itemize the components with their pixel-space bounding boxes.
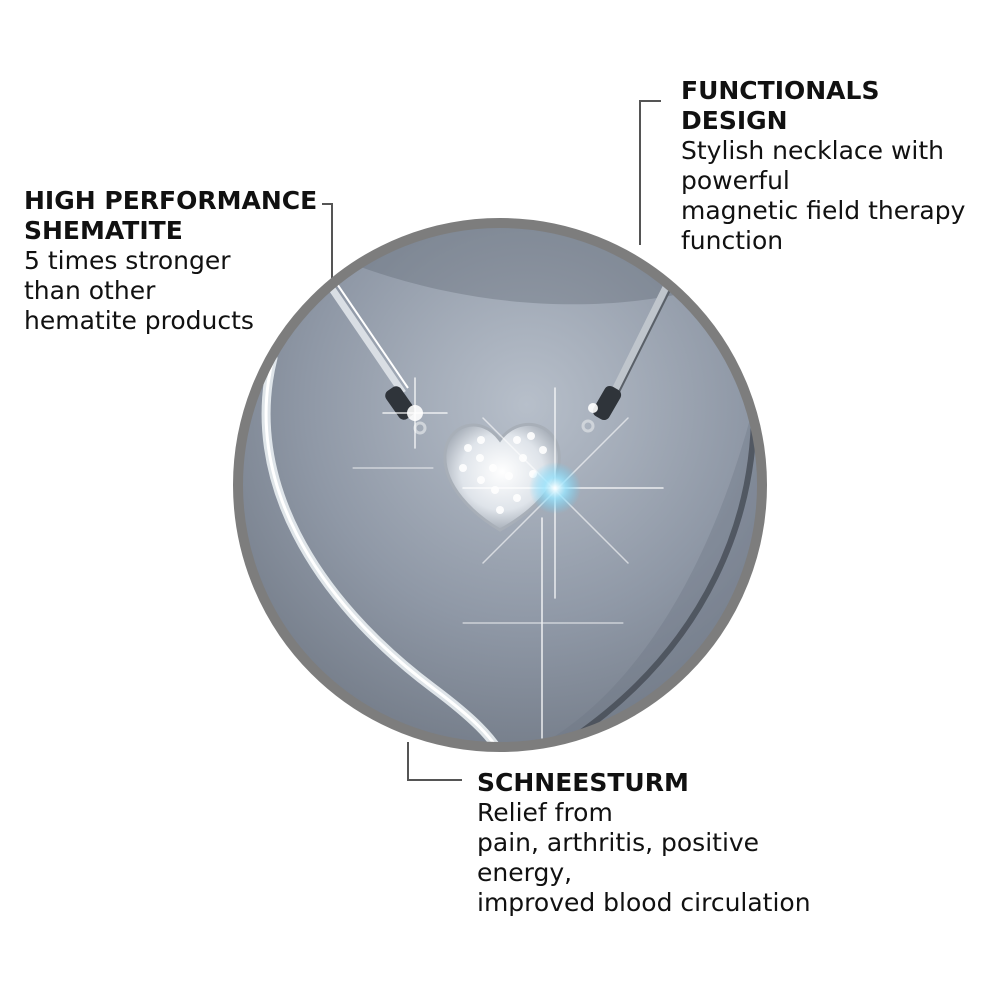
chain-upper-right	[607, 271, 677, 400]
callout-left-body-1: 5 times stronger	[24, 246, 231, 275]
callout-right-body-4: function	[681, 226, 784, 255]
sparkle-lower	[462, 517, 624, 739]
callout-right-title-1: FUNCTIONALS	[681, 76, 880, 105]
callout-schneesturm: SCHNEESTURM Relief from pain, arthritis,…	[477, 768, 897, 918]
callout-right-title-2: DESIGN	[681, 106, 788, 135]
callout-right-body-1: Stylish necklace with	[681, 136, 945, 165]
callout-bottom-title: SCHNEESTURM	[477, 768, 689, 797]
callout-left-title-2: SHEMATITE	[24, 216, 183, 245]
callout-bottom-body-3: energy,	[477, 858, 573, 887]
callout-bottom-body-4: improved blood circulation	[477, 888, 811, 917]
callout-high-performance: HIGH PERFORMANCE SHEMATITE 5 times stron…	[24, 186, 334, 336]
callout-right-body-3: magnetic field therapy	[681, 196, 966, 225]
callout-left-body-2: than other	[24, 276, 156, 305]
callout-right-body-2: powerful	[681, 166, 790, 195]
callout-bottom-body-2: pain, arthritis, positive	[477, 828, 760, 857]
callout-left-body-3: hematite products	[24, 306, 254, 335]
chain-upper-left	[325, 281, 406, 395]
clasp-right	[592, 385, 622, 421]
callout-functional-design: FUNCTIONALS DESIGN Stylish necklace with…	[681, 76, 986, 256]
callout-bottom-body-1: Relief from	[477, 798, 613, 827]
callout-left-title-1: HIGH PERFORMANCE	[24, 186, 318, 215]
product-photo	[233, 218, 767, 752]
photo-ring	[233, 218, 767, 752]
